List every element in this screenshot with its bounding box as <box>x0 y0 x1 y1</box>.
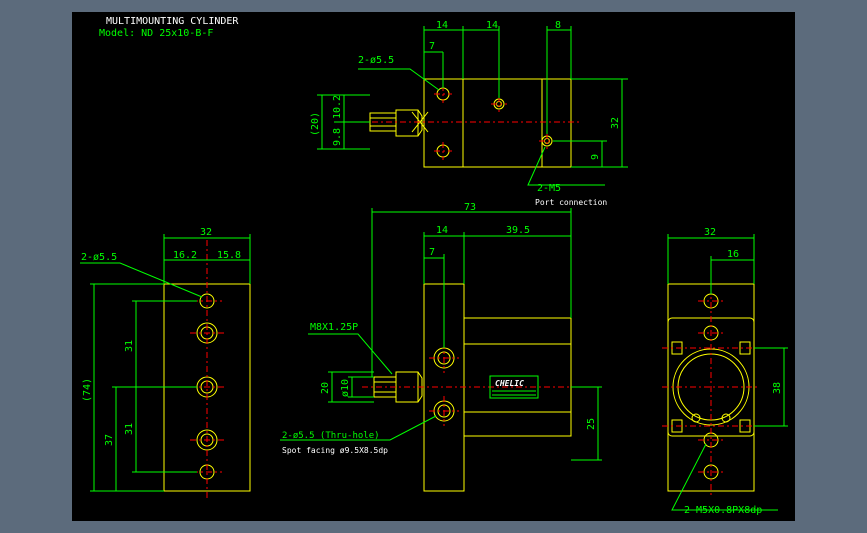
top-dim-7: 7 <box>429 41 435 52</box>
front-callout-holes: 2-ø5.5 (Thru-hole) <box>282 431 380 441</box>
side-dim-16-2: 16.2 <box>173 250 197 261</box>
top-dim-10-2: 10.2 <box>332 95 343 119</box>
drawing-model: Model: ND 25x10-B-F <box>99 28 213 39</box>
top-dim-9-8: 9.8 <box>332 128 343 146</box>
top-dim-20: (20) <box>310 112 321 136</box>
top-dim-8: 8 <box>555 20 561 31</box>
front-brand-label: CHELIC <box>495 379 524 388</box>
end-dim-38: 38 <box>772 382 783 394</box>
front-callout-thread: M8X1.25P <box>310 322 358 333</box>
end-dim-32: 32 <box>704 227 716 238</box>
front-dim-7: 7 <box>429 247 435 258</box>
front-view: CHELIC 73 14 39.5 7 M8X1.25P 20 ø10 25 2… <box>280 202 602 492</box>
side-dim-37: 37 <box>104 434 115 446</box>
top-dim-32: 32 <box>610 117 621 129</box>
cad-drawing: MULTIMOUNTING CYLINDER Model: ND 25x10-B… <box>80 16 788 516</box>
front-dim-39-5: 39.5 <box>506 225 530 236</box>
drawing-title: MULTIMOUNTING CYLINDER <box>106 16 239 27</box>
top-view: 14 14 8 7 2-ø5.5 (20) 10.2 9.8 32 9 2-M5… <box>310 20 628 207</box>
side-dim-74: (74) <box>82 378 93 402</box>
side-dim-31b: 31 <box>124 423 135 435</box>
front-dim-20: 20 <box>320 382 331 394</box>
top-callout-port: 2-M5 <box>537 183 561 194</box>
front-dim-10: ø10 <box>340 379 351 397</box>
top-callout-holes: 2-ø5.5 <box>358 55 394 66</box>
front-callout-spot: Spot facing ø9.5X8.5dp <box>282 446 388 455</box>
front-dim-14: 14 <box>436 225 448 236</box>
top-port-note: Port connection <box>535 198 607 207</box>
top-dim-14b: 14 <box>436 20 448 31</box>
side-dim-15-8: 15.8 <box>217 250 241 261</box>
top-dim-9: 9 <box>590 154 601 160</box>
front-dim-25: 25 <box>586 418 597 430</box>
side-callout-holes: 2-ø5.5 <box>81 252 117 263</box>
end-view: 32 16 38 2-M5X0.8PX8dp <box>662 227 788 516</box>
end-callout-tap: 2-M5X0.8PX8dp <box>684 505 762 516</box>
side-view: 32 16.2 15.8 2-ø5.5 31 31 (74) 37 <box>80 227 251 498</box>
side-dim-31a: 31 <box>124 340 135 352</box>
drawing-canvas: MULTIMOUNTING CYLINDER Model: ND 25x10-B… <box>72 12 795 521</box>
end-dim-16: 16 <box>727 249 739 260</box>
front-dim-73: 73 <box>464 202 476 213</box>
side-dim-32: 32 <box>200 227 212 238</box>
top-dim-14a: 14 <box>486 20 498 31</box>
